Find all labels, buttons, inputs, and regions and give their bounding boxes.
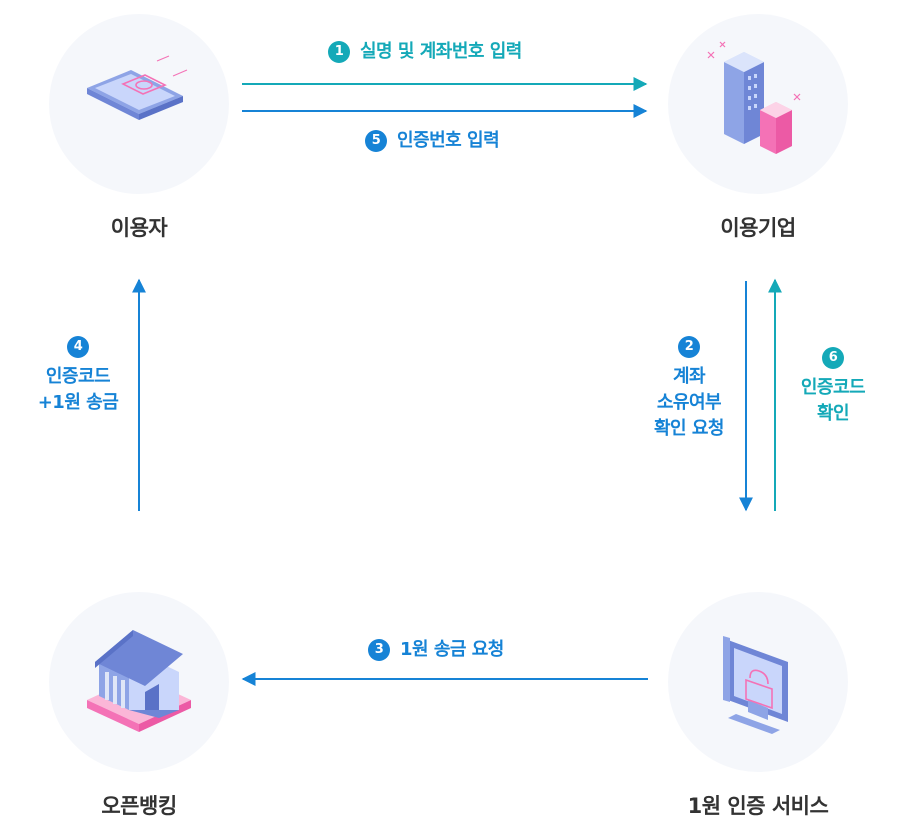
open-banking-circle (49, 592, 229, 772)
monitor-icon (723, 636, 788, 734)
step-2: 2 계좌 소유여부 확인 요청 (630, 336, 748, 442)
step-4: 4 인증코드 +1원 송금 (20, 336, 136, 416)
step-2-line1: 계좌 (672, 366, 706, 387)
building-icon (707, 41, 801, 154)
bank-icon (87, 630, 191, 732)
node-company: 이용기업 (668, 14, 848, 240)
smartphone-icon (87, 55, 188, 120)
node-open-banking: 오픈뱅킹 (49, 592, 229, 818)
step-1-label: 실명 및 계좌번호 입력 (360, 41, 522, 62)
step-4-badge: 4 (67, 336, 89, 358)
step-5-label: 인증번호 입력 (397, 130, 500, 151)
step-4-line2: +1원 송금 (37, 392, 119, 413)
step-4-line1: 인증코드 (45, 366, 111, 387)
node-auth-service-label: 1원 인증 서비스 (687, 794, 829, 818)
step-3-label: 1원 송금 요청 (400, 639, 504, 660)
company-circle (668, 14, 848, 194)
step-1-badge: 1 (328, 41, 350, 63)
step-2-badge: 2 (678, 336, 700, 358)
step-5: 5 인증번호 입력 (365, 128, 500, 154)
step-1: 1 실명 및 계좌번호 입력 (328, 39, 522, 65)
node-auth-service: 1원 인증 서비스 (668, 592, 848, 818)
node-company-label: 이용기업 (720, 216, 796, 240)
step-2-line3: 확인 요청 (653, 418, 725, 439)
step-5-badge: 5 (365, 130, 387, 152)
user-circle (49, 14, 229, 194)
node-open-banking-label: 오픈뱅킹 (101, 794, 177, 818)
step-6-badge: 6 (822, 347, 844, 369)
step-3-badge: 3 (368, 639, 390, 661)
auth-service-circle (668, 592, 848, 772)
node-user: 이용자 (49, 14, 229, 240)
step-2-line2: 소유여부 (656, 392, 722, 413)
step-6: 6 인증코드 확인 (778, 347, 888, 427)
step-3: 3 1원 송금 요청 (368, 637, 504, 663)
node-user-label: 이용자 (110, 216, 168, 240)
step-6-line1: 인증코드 (800, 377, 866, 398)
step-6-line2: 확인 (816, 403, 850, 424)
